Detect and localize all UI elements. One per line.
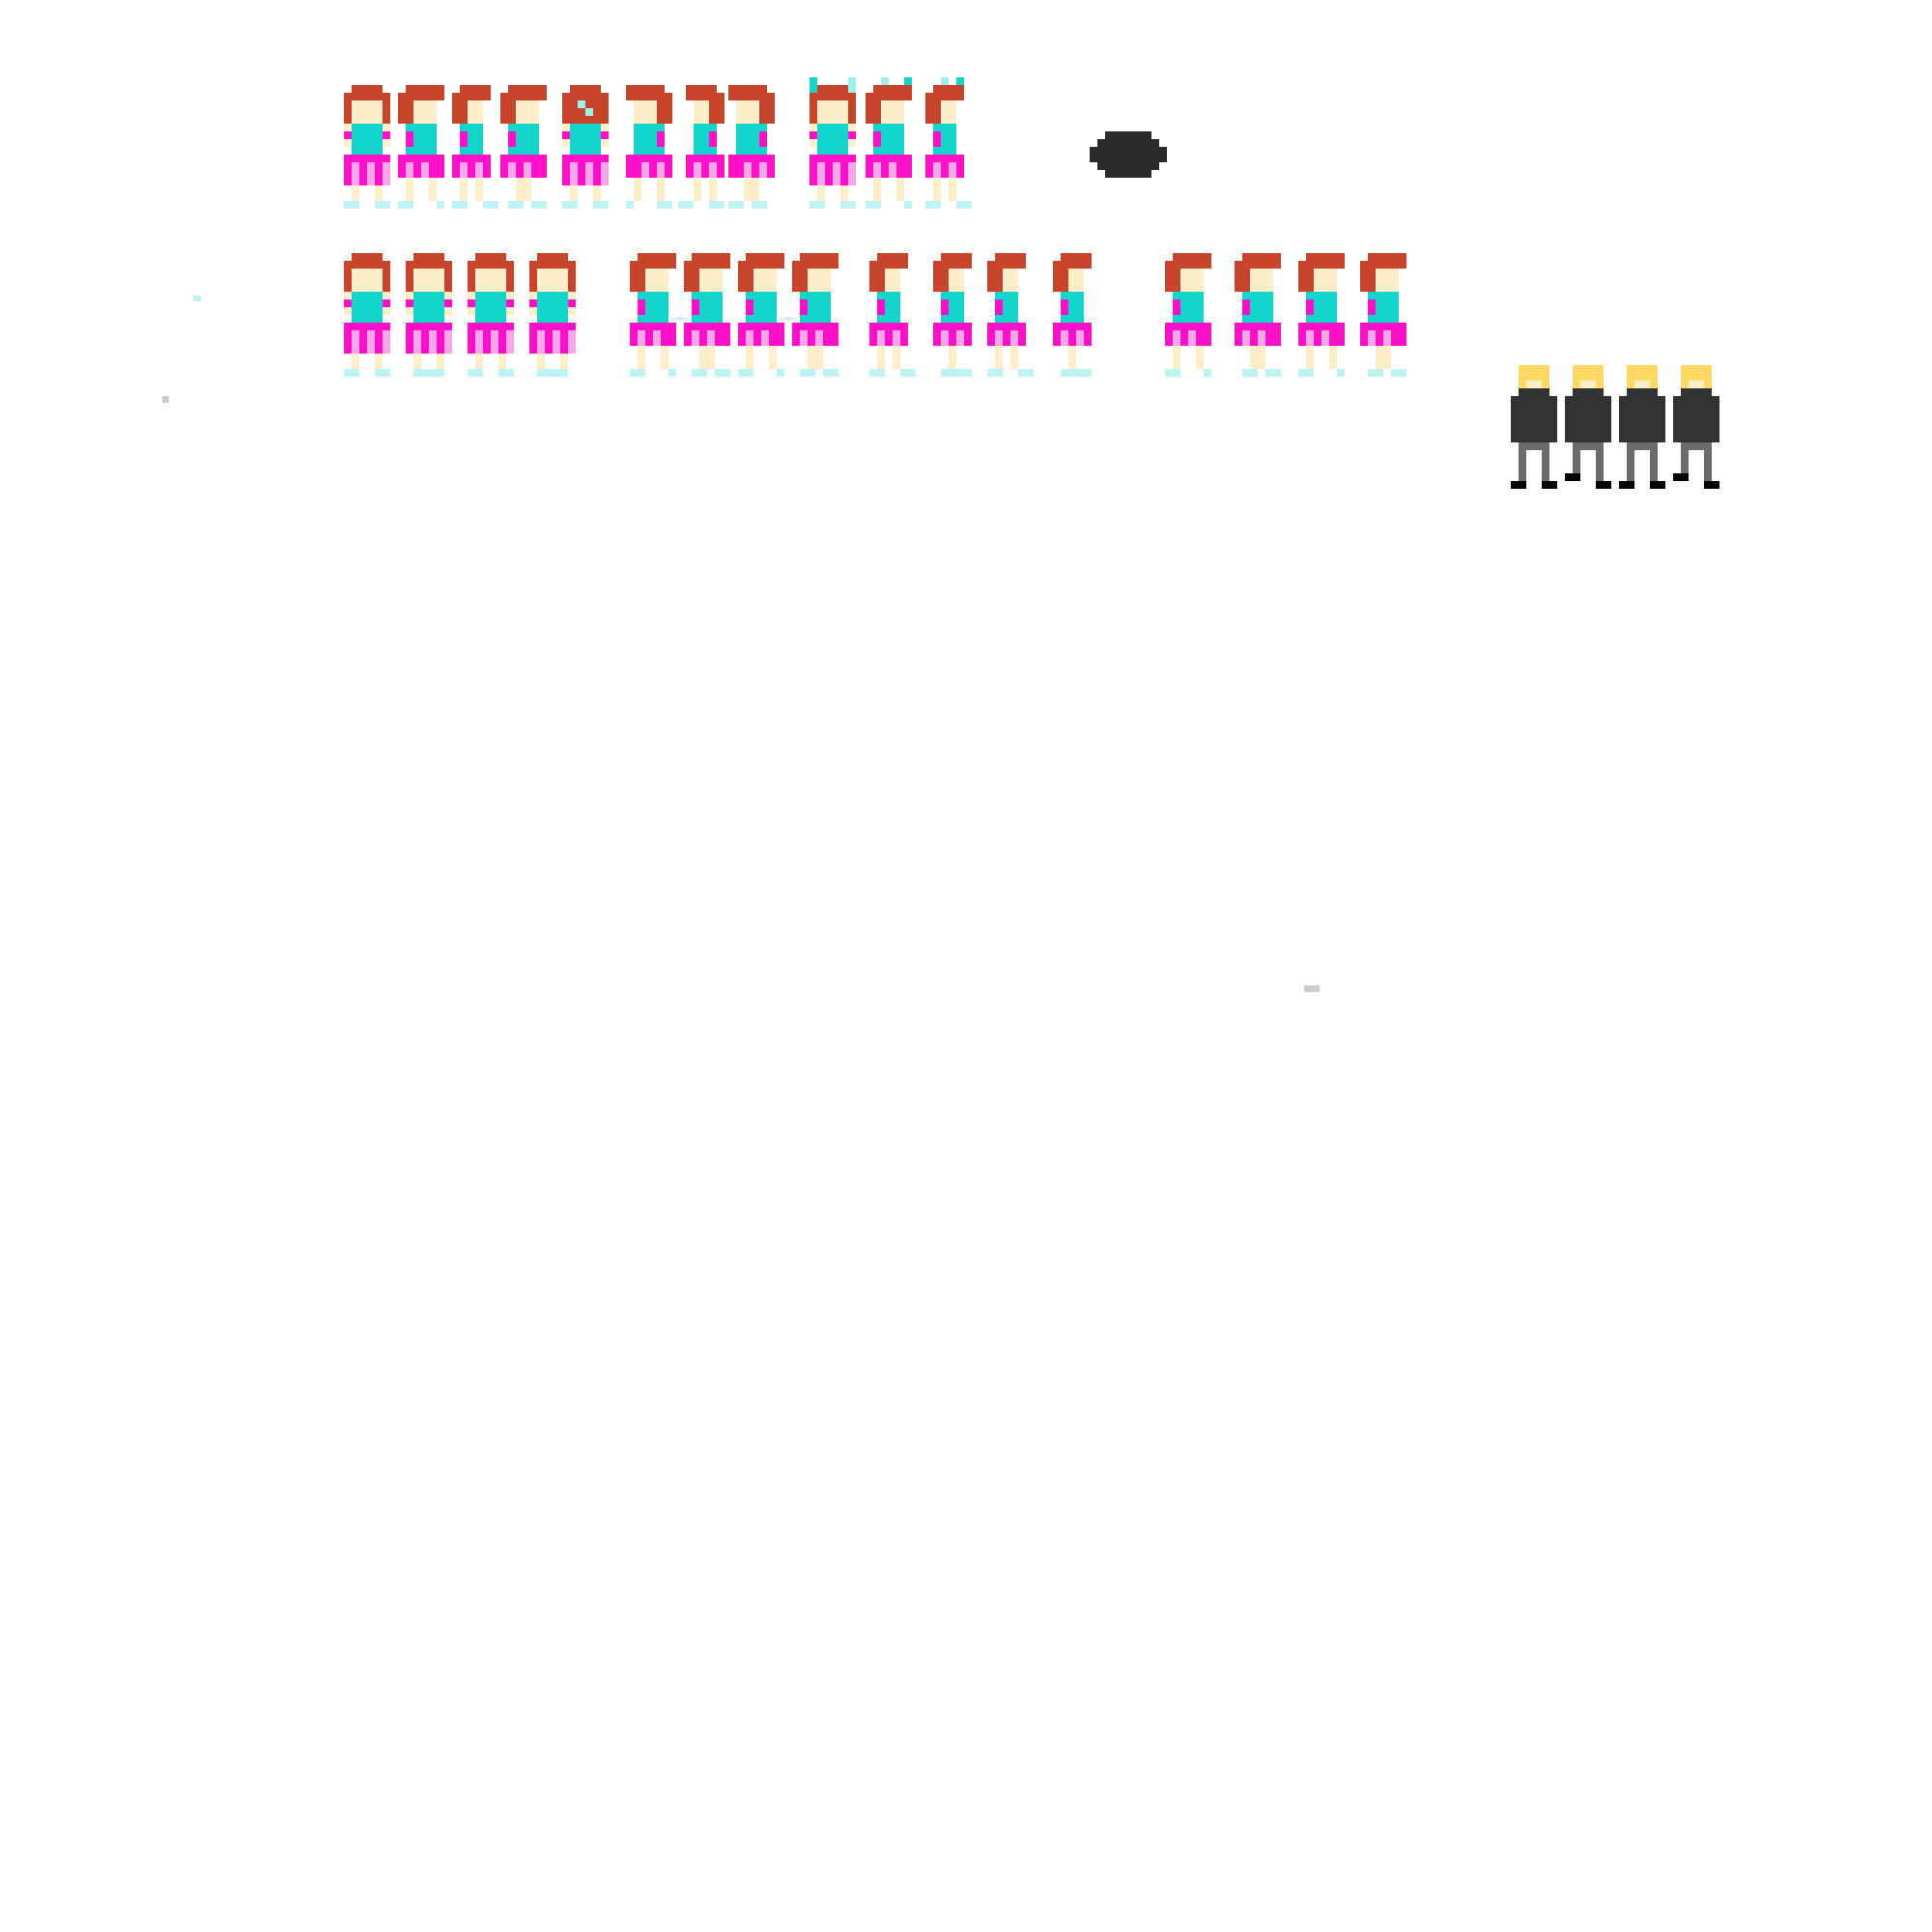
girl-sprite-frame <box>810 77 856 209</box>
girl-sprite-frame <box>344 245 390 377</box>
shadow-blob-sprite <box>1090 131 1167 182</box>
girl-sprite-frame <box>406 245 452 377</box>
stray-pixel <box>1304 985 1320 992</box>
girl-sprite-frame <box>1298 245 1345 377</box>
girl-sprite-frame <box>987 245 1034 377</box>
girl-sprite-frame <box>738 245 784 377</box>
girl-sprite-frame <box>792 245 838 377</box>
girl-sprite-frame <box>344 77 390 209</box>
girl-sprite-frame <box>468 245 514 377</box>
boy-sprite-frame <box>1673 365 1719 489</box>
girl-sprite-frame <box>562 77 609 209</box>
girl-sprite-frame <box>728 77 775 209</box>
stray-pixel <box>162 396 169 403</box>
girl-sprite-frame <box>500 77 547 209</box>
girl-sprite-frame <box>678 77 724 209</box>
girl-sprite-frame <box>452 77 498 209</box>
boy-sprite-frame <box>1619 365 1665 489</box>
girl-sprite-frame <box>630 245 676 377</box>
girl-sprite-frame <box>1165 245 1211 377</box>
girl-sprite-frame <box>1360 245 1406 377</box>
girl-sprite-frame <box>869 245 916 377</box>
girl-sprite-frame <box>684 245 730 377</box>
girl-sprite-frame <box>925 77 972 209</box>
girl-sprite-frame <box>626 77 672 209</box>
girl-sprite-frame <box>1053 245 1099 377</box>
girl-sprite-frame <box>398 77 444 209</box>
girl-sprite-frame <box>866 77 912 209</box>
girl-sprite-frame <box>1235 245 1281 377</box>
boy-sprite-frame <box>1511 365 1557 489</box>
boy-sprite-frame <box>1565 365 1611 489</box>
girl-sprite-frame <box>933 245 980 377</box>
stray-pixel <box>193 296 201 301</box>
girl-sprite-frame <box>529 245 576 377</box>
